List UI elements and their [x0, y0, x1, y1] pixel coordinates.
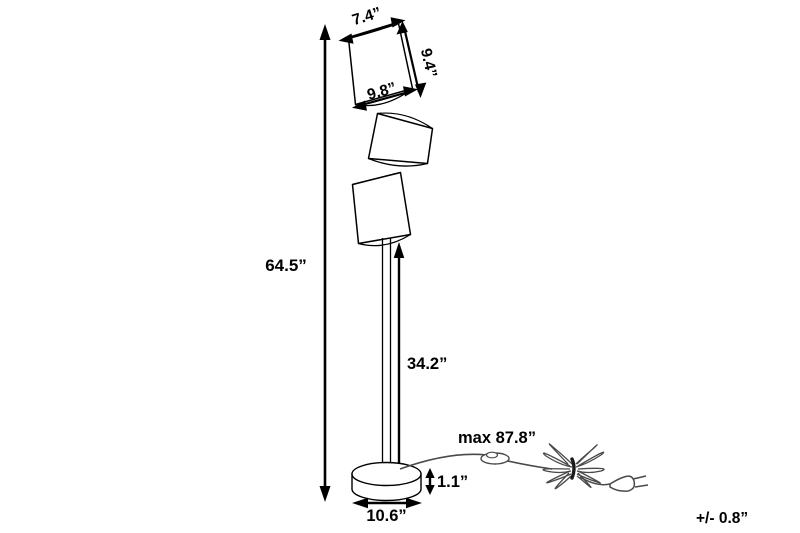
base-diameter-arrow-left [352, 497, 368, 509]
total-height-arrow-down [319, 486, 331, 502]
pole-height-arrow-up [393, 242, 405, 258]
shade-top-width-arrow-left [338, 33, 354, 44]
base-height-arrow-up [425, 468, 435, 478]
cord-bow-right [575, 444, 605, 489]
shade-middle-bottom-rim [368, 157, 428, 167]
lamp-pole [381, 238, 392, 478]
bow-knot [570, 457, 576, 480]
base-height-label: 1.1” [437, 473, 468, 491]
shade-bottom-body [351, 171, 412, 245]
plug-body [609, 475, 636, 492]
base-diameter-label: 10.6” [366, 507, 406, 525]
cord-segment-base [399, 453, 488, 470]
shade-bottom-width-arrow-left [352, 100, 367, 111]
bow-right-loop-2 [575, 451, 605, 468]
power-cord [399, 443, 649, 492]
total-height-label: 64.5” [265, 256, 307, 275]
bow-right-loop-3 [576, 467, 605, 474]
shade-slant-arrow-bottom [415, 82, 427, 98]
shade-top-width-arrow-right [390, 17, 406, 28]
power-plug [609, 475, 649, 492]
cord-tail [579, 476, 611, 486]
shade-slant-height-line [402, 26, 421, 93]
shade-bottom-width-arrow-right [403, 86, 418, 97]
base-diameter-arrow-right [406, 497, 422, 509]
plug-prong-2 [634, 484, 649, 488]
shade-bottom-top-rim [352, 171, 401, 186]
total-height-arrow-up [319, 24, 331, 40]
pole-height-label: 34.2” [407, 355, 447, 373]
shade-bottom-bottom-rim [358, 233, 411, 247]
cord-bow-left [542, 443, 573, 490]
base-height-arrow-down [425, 485, 435, 495]
bow-left-loop-2 [542, 452, 573, 468]
shade-middle-top-rim [377, 112, 433, 129]
total-height-dimension: 64.5” [265, 24, 331, 502]
base-height-dimension: 1.1” [425, 468, 468, 495]
cord-length-label: max 87.8” [458, 429, 536, 447]
shade-slant-arrow-top [396, 21, 408, 35]
tolerance-note: +/- 0.8” [696, 510, 748, 527]
bow-left-loop-1 [548, 443, 573, 465]
base-diameter-dimension: 10.6” [352, 497, 422, 525]
bow-right-loop-1 [575, 444, 598, 465]
shade-bottom-width-line [357, 89, 413, 108]
switch-button [485, 451, 499, 459]
lamp-shade-middle [367, 112, 434, 167]
inline-switch [480, 451, 510, 465]
shade-slant-height-label: 9.4” [417, 47, 440, 79]
bow-left-loop-5 [554, 472, 572, 490]
bow-right-loop-5 [576, 472, 592, 489]
shade-top-width-line [343, 20, 401, 41]
shade-slant-height-dimension: 9.4” [396, 21, 440, 98]
lamp-shade-bottom [351, 171, 412, 247]
plug-prong-1 [632, 475, 647, 480]
lamp-base [351, 461, 422, 502]
bow-left-loop-3 [542, 468, 572, 474]
